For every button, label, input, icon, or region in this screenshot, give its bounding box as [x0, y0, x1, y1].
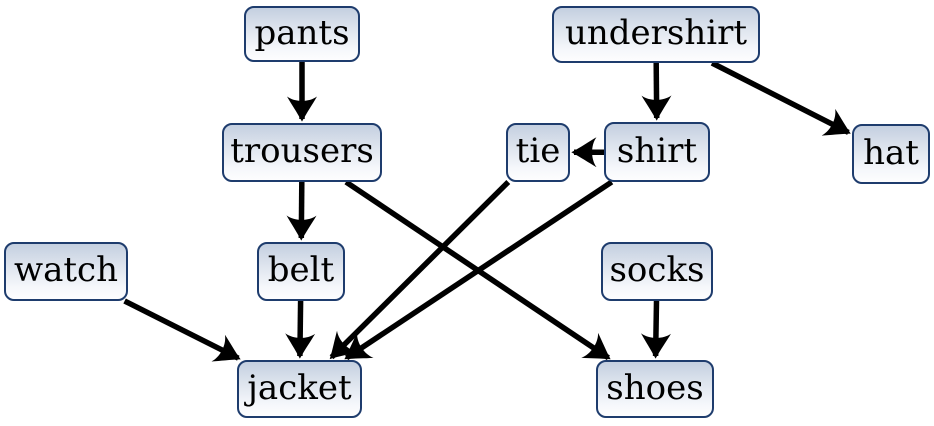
edge-belt-jacket [285, 300, 316, 359]
edge-tie-jacket [329, 180, 511, 360]
edge-watch-jacket [123, 298, 241, 362]
node-trousers: trousers [222, 123, 382, 182]
node-undershirt: undershirt [552, 6, 760, 63]
node-shoes: shoes [596, 360, 714, 418]
node-hat: hat [852, 124, 930, 184]
edge-undershirt-hat [710, 60, 851, 136]
node-pants: pants [244, 6, 360, 62]
node-socks: socks [601, 242, 713, 301]
edge-socks-shoes [640, 300, 671, 359]
edge-trousers-shoes [344, 179, 611, 361]
edge-shirt-jacket [344, 179, 614, 361]
edge-trousers-belt [286, 181, 317, 241]
node-belt: belt [257, 242, 345, 301]
node-tie: tie [506, 123, 570, 182]
edge-undershirt-shirt [641, 62, 672, 121]
node-shirt: shirt [604, 122, 710, 182]
node-jacket: jacket [237, 360, 362, 418]
node-watch: watch [4, 242, 128, 301]
